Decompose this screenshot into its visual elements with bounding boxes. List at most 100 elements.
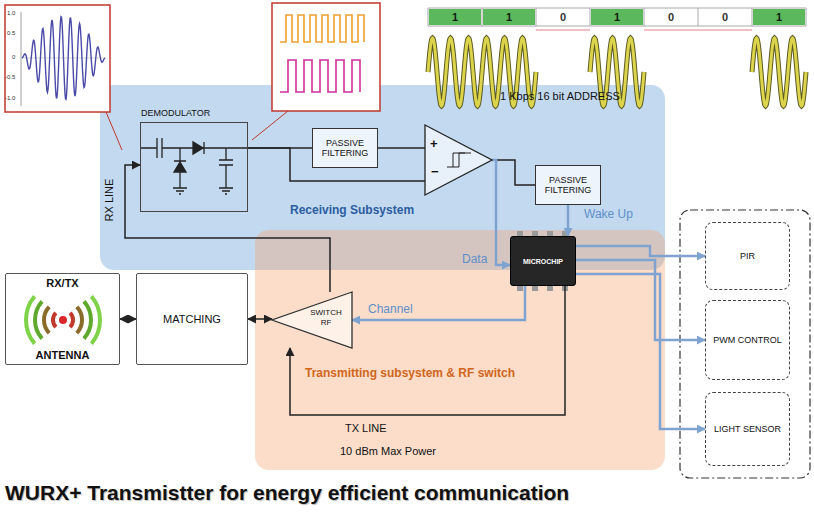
shape-outline <box>272 292 352 348</box>
radio-wave <box>53 313 56 327</box>
axis-tick: -0.5 <box>5 74 15 80</box>
filter-box: PASSIVE FILTERING <box>535 165 601 205</box>
antenna-box: RX/TX ANTENNA <box>5 273 120 365</box>
peripheral-box: PWM CONTROL <box>705 300 790 380</box>
ook-waveform <box>428 8 806 106</box>
connector <box>576 246 705 256</box>
zero-level <box>536 29 590 30</box>
bit-value: 1 <box>429 9 481 25</box>
radio-wave <box>26 296 35 343</box>
bit-separator <box>698 8 699 26</box>
node-text: PIR <box>740 251 755 262</box>
carrier-burst <box>752 38 806 106</box>
carrier-burst <box>752 38 806 106</box>
rf-switch: SWITCH RF <box>272 292 352 348</box>
shape-outline <box>425 125 492 195</box>
bit-value: 0 <box>537 9 589 25</box>
shunt-diode <box>173 148 187 194</box>
radio-wave <box>35 301 42 338</box>
node-text: SWITCH RF <box>304 308 348 327</box>
node-text: Transmitting subsystem & RF switch <box>305 366 515 380</box>
radio-wave <box>70 313 73 327</box>
antenna-dot <box>59 316 67 324</box>
microcontroller-chip: MICROCHIP <box>510 236 576 286</box>
annotation: 1 Kbps 16 bit ADDRESS <box>500 90 620 102</box>
radio-wave <box>44 307 49 333</box>
axis-tick: -1.0 <box>5 95 15 101</box>
inset-frame <box>272 3 380 111</box>
square-wave <box>280 60 360 92</box>
bit-separator <box>806 8 807 26</box>
connector <box>492 160 535 185</box>
bit-value: 0 <box>699 9 751 25</box>
capacitor-symbol <box>219 148 233 194</box>
node-text: LIGHT SENSOR <box>714 424 781 435</box>
carrier-wave <box>22 17 105 100</box>
chip-pin <box>532 286 538 291</box>
diode-symbol <box>174 162 186 172</box>
radio-wave <box>84 301 91 338</box>
axis-tick: 0.5 <box>7 30 15 36</box>
annotation: 10 dBm Max Power <box>340 445 436 457</box>
bit-value: 0 <box>645 9 697 25</box>
connector <box>378 147 425 149</box>
hysteresis-symbol <box>447 153 471 167</box>
node-text: RX/TX <box>6 277 119 289</box>
bit-separator <box>536 8 537 26</box>
region-fills <box>100 85 665 470</box>
node-text: DEMODULATOR <box>141 108 210 118</box>
axis-line <box>21 12 22 106</box>
axis-tick: 1.0 <box>7 10 15 16</box>
edge-label: Wake Up <box>584 207 633 221</box>
bit-row-line <box>428 8 806 26</box>
node-text: Receiving Subsystem <box>290 203 414 217</box>
radio-wave <box>91 296 100 343</box>
edge-label: RX LINE <box>103 179 115 222</box>
node-text: PASSIVE FILTERING <box>539 175 597 196</box>
zero-level <box>698 29 752 30</box>
matching-box: MATCHING <box>136 273 248 365</box>
edge-label: TX LINE <box>345 422 387 434</box>
node-text: ANTENNA <box>6 349 119 361</box>
bit-value: 1 <box>483 9 535 25</box>
zero-level <box>644 29 698 30</box>
subsystem-region: Receiving Subsystem DEMODULATOR PASSIVE FI… <box>100 85 665 270</box>
peripheral-group <box>680 210 810 478</box>
connector <box>120 318 136 320</box>
axis-tick: 0 <box>12 54 15 60</box>
node-text: MATCHING <box>163 313 221 325</box>
node-text: MICROCHIP <box>523 258 563 265</box>
node-text: + <box>430 137 438 150</box>
diagram-title: WURX+ Transmistter for energy efficient … <box>5 481 569 505</box>
region-fill <box>255 230 665 470</box>
square-wave <box>280 15 364 42</box>
wire <box>140 138 248 158</box>
bit-value: 1 <box>591 9 643 25</box>
peripheral-box: LIGHT SENSOR <box>705 392 790 466</box>
node-text: PASSIVE FILTERING <box>316 138 374 159</box>
connector <box>576 260 705 340</box>
radio-wave <box>77 307 82 333</box>
comparator-outline <box>425 125 492 195</box>
demodulator-box: DEMODULATOR <box>140 122 248 212</box>
connector <box>576 274 705 429</box>
chip-pin <box>517 286 523 291</box>
bit-separator <box>644 8 645 26</box>
edge-label: Data <box>462 252 487 266</box>
carrier-burst <box>428 38 482 106</box>
comparator-symbol: +− <box>425 125 492 195</box>
filter-box: PASSIVE FILTERING <box>312 128 378 168</box>
subsystem-region: Transmitting subsystem & RF switch MICROC… <box>255 230 665 470</box>
demodulator-circuit <box>140 138 248 194</box>
diode-symbol <box>193 142 203 154</box>
connector <box>248 318 272 320</box>
edge-label: Channel <box>368 302 413 316</box>
node-text: − <box>431 165 439 178</box>
connector <box>492 160 510 265</box>
leader-line <box>106 112 122 150</box>
peripheral-box: PIR <box>705 222 790 290</box>
carrier-burst <box>428 38 482 106</box>
chip-pin <box>547 286 553 291</box>
